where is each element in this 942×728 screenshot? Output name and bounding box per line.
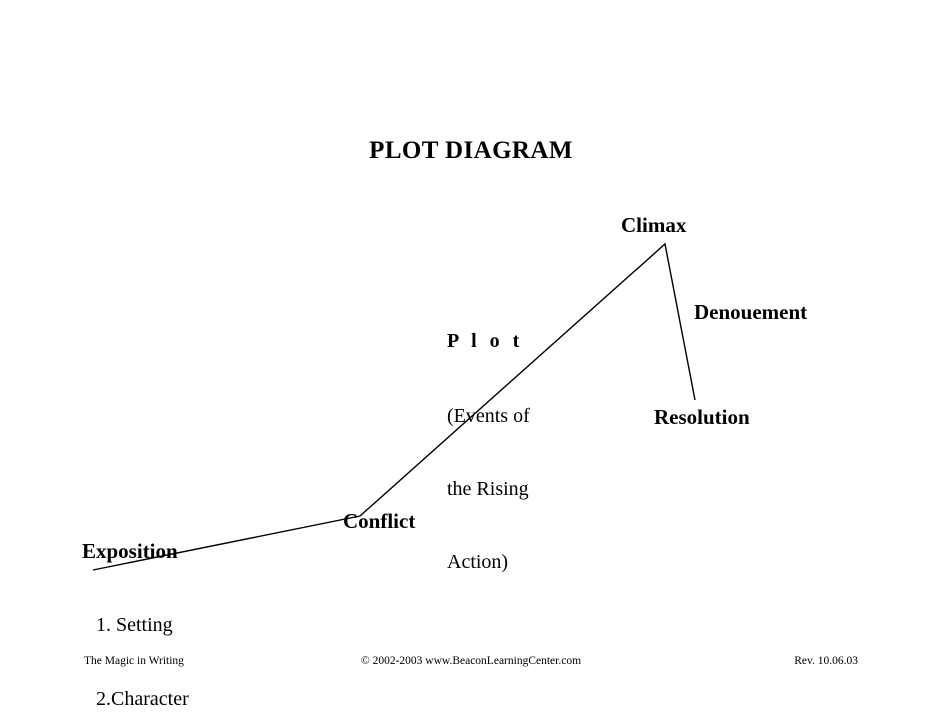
- plot-rising-action-block: P l o t (Events of the Rising Action): [447, 283, 530, 622]
- exposition-block: Exposition 1. Setting 2.Character Introd…: [82, 492, 195, 728]
- label-climax: Climax: [621, 213, 687, 237]
- label-conflict: Conflict: [343, 509, 416, 533]
- plot-detail-line-2: the Rising: [447, 477, 529, 500]
- exposition-item-character: 2.Character: [96, 687, 189, 710]
- page-title: PLOT DIAGRAM: [369, 137, 573, 164]
- footer-revision: Rev. 10.06.03: [794, 655, 858, 667]
- exposition-item-setting: 1. Setting: [96, 614, 173, 637]
- footer-source: The Magic in Writing: [84, 655, 184, 667]
- page-footer: The Magic in Writing © 2002-2003 www.Bea…: [0, 655, 942, 675]
- plot-detail-line-1: (Events of: [447, 404, 530, 427]
- label-denouement: Denouement: [694, 300, 808, 324]
- footer-copyright: © 2002-2003 www.BeaconLearningCenter.com: [360, 655, 582, 667]
- plot-heading: P l o t: [447, 330, 524, 353]
- label-resolution: Resolution: [654, 405, 750, 429]
- exposition-heading: Exposition: [82, 539, 178, 564]
- plot-detail-line-3: Action): [447, 550, 509, 573]
